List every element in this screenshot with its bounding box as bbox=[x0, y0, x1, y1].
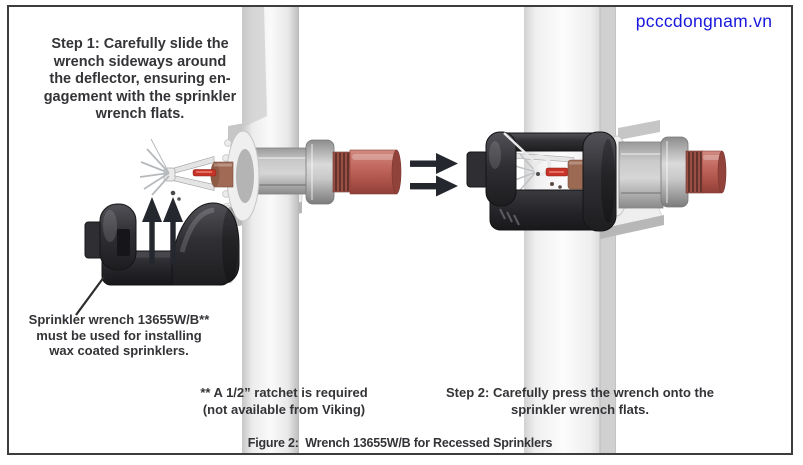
step1-instruction: Step 1: Carefully slide the wrench sidew… bbox=[43, 36, 237, 122]
deflector-right bbox=[514, 153, 537, 191]
up-arrow-icon bbox=[163, 197, 183, 264]
pipe-threads-left bbox=[332, 151, 352, 193]
step2-instruction: Step 2: Carefully press the wrench onto … bbox=[446, 385, 714, 417]
pipe-threads-right bbox=[685, 150, 704, 194]
right-arrow-icon bbox=[410, 175, 458, 197]
press-right-arrows-icon bbox=[410, 153, 458, 197]
wrench-label-leader-line bbox=[75, 276, 105, 316]
step2-diagram bbox=[410, 7, 727, 453]
up-arrow-icon bbox=[142, 197, 162, 264]
mounting-plate-right-upper bbox=[618, 120, 660, 140]
sprinkler-wrench-left bbox=[84, 202, 240, 286]
ratchet-note: ** A 1/2” ratchet is required (not avail… bbox=[200, 385, 368, 417]
wrench-grip-ridges bbox=[499, 208, 520, 226]
glass-bulb-left bbox=[192, 169, 217, 177]
escutcheon-left bbox=[221, 130, 260, 222]
red-pipe-right bbox=[701, 150, 727, 194]
figure-caption: Figure 2: Wrench 13655W/B for Recessed S… bbox=[247, 436, 553, 450]
pipe-fitting-right bbox=[618, 136, 727, 209]
right-arrow-icon bbox=[410, 153, 458, 174]
red-pipe-left bbox=[349, 149, 402, 195]
step1-diagram bbox=[75, 7, 402, 453]
sprinkler-wrench-right bbox=[466, 131, 617, 232]
slide-up-arrows-icon bbox=[142, 197, 183, 264]
vertical-pipe-left bbox=[242, 7, 299, 453]
deflector-left bbox=[139, 138, 170, 196]
glass-bulb-right bbox=[545, 167, 569, 177]
watermark-url: pcccdongnam.vn bbox=[635, 11, 773, 31]
sprinkler-head-left bbox=[139, 138, 234, 201]
pipe-fitting-left bbox=[245, 139, 402, 205]
wrench-note: Sprinkler wrench 13655W/B** must be used… bbox=[28, 312, 210, 358]
